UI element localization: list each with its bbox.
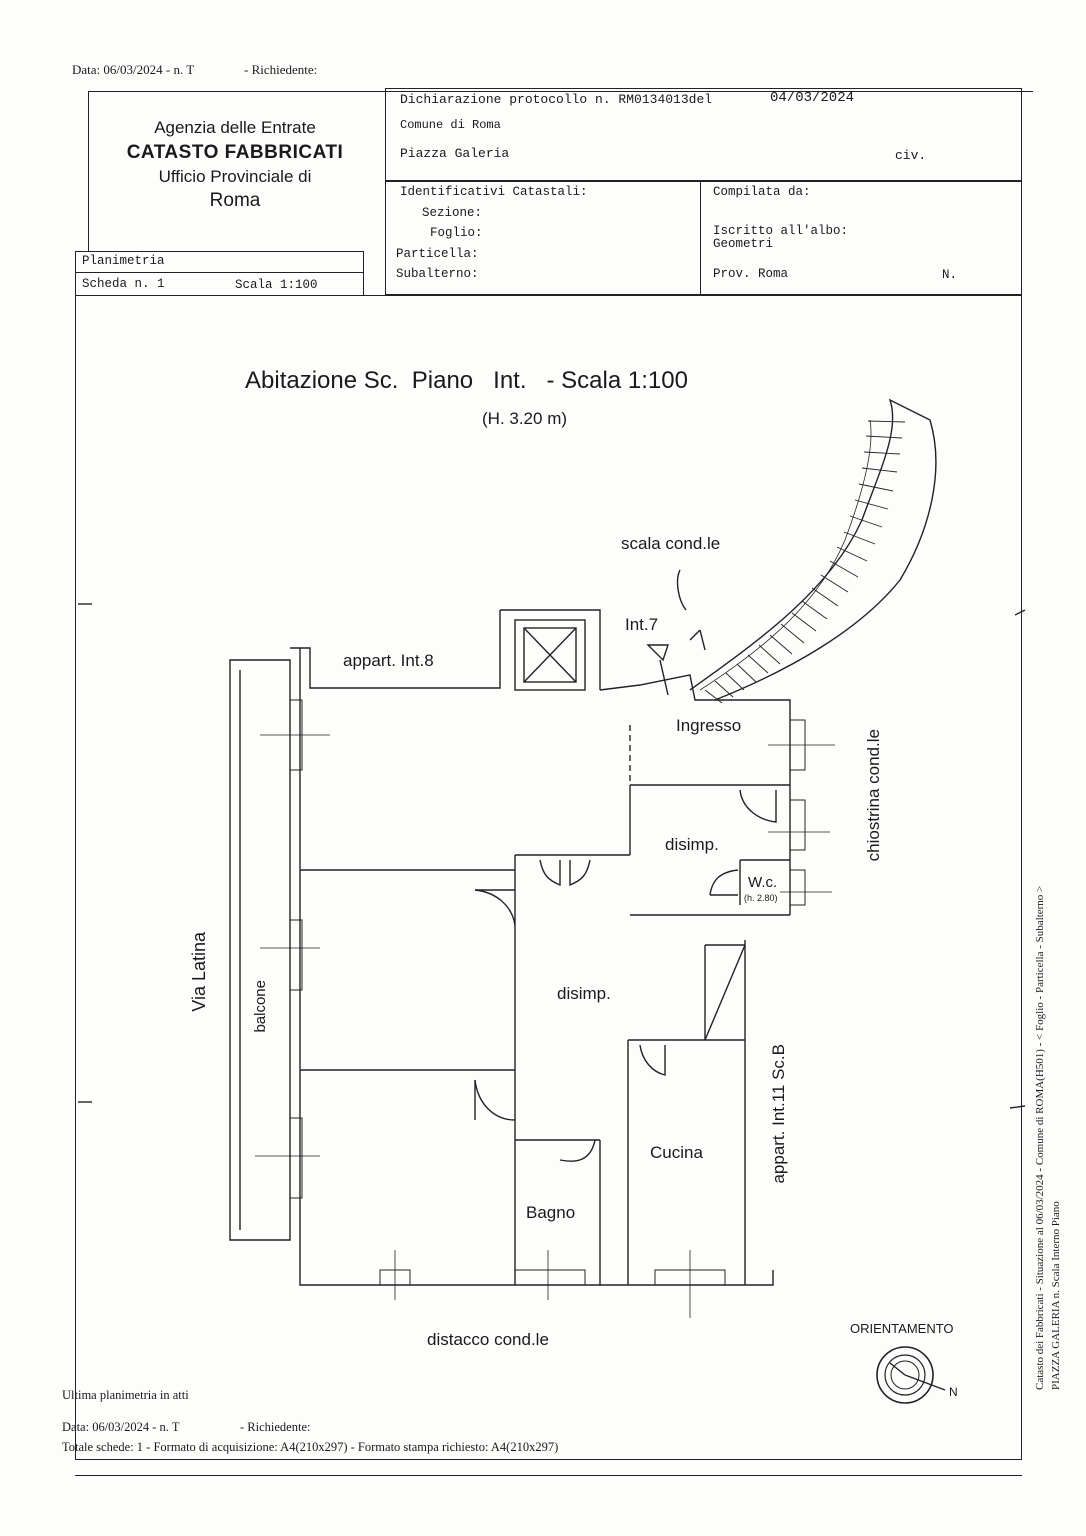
label-appart-int8: appart. Int.8 — [343, 651, 434, 670]
protocol-box — [385, 88, 1022, 182]
plan-title: Abitazione Sc. Piano Int. - Scala 1:100 — [245, 367, 688, 394]
header-date: Data: 06/03/2024 - n. T — [72, 62, 195, 77]
footer-totale: Totale schede: 1 - Formato di acquisizio… — [62, 1440, 559, 1454]
label-orientamento: ORIENTAMENTO — [850, 1321, 954, 1336]
footer-ultima: Ultima planimetria in atti — [62, 1388, 189, 1402]
planimetria-title: Planimetria — [82, 254, 165, 268]
label-disimp-1: disimp. — [665, 835, 719, 854]
label-bagno: Bagno — [526, 1203, 576, 1222]
compilata-prov: Prov. Roma — [713, 267, 789, 281]
agency-name: Agenzia delle Entrate — [154, 118, 316, 137]
ident-subalterno: Subalterno: — [396, 267, 479, 281]
label-distacco: distacco cond.le — [427, 1330, 549, 1349]
label-north: N — [949, 1385, 958, 1399]
header-richiedente: - Richiedente: — [244, 62, 318, 77]
side-text-line2: PIAZZA GALERIA n. Scala Interno Piano — [1050, 1201, 1062, 1390]
label-wc: W.c. — [748, 874, 778, 891]
agency-catasto: CATASTO FABBRICATI — [126, 142, 344, 163]
label-wc-height: (h. 2.80) — [744, 893, 778, 903]
planimetria-scala: Scala 1:100 — [235, 278, 318, 292]
identificativi-box — [385, 180, 1022, 295]
label-chiostrina: chiostrina cond.le — [864, 729, 883, 862]
label-appart-int11: appart. Int.11 Sc.B — [769, 1044, 788, 1184]
agency-block: Agenzia delle Entrate CATASTO FABBRICATI… — [95, 118, 375, 212]
side-text-line1: Catasto dei Fabbricati - Situazione al 0… — [1034, 885, 1046, 1390]
compilata-geometri: Geometri — [713, 237, 774, 251]
label-scala-cond: scala cond.le — [621, 534, 721, 553]
label-ingresso: Ingresso — [676, 716, 742, 735]
ident-sezione: Sezione: — [422, 206, 483, 220]
compilata-n: N. — [942, 268, 958, 282]
label-cucina: Cucina — [650, 1143, 703, 1162]
compilata-title: Compilata da: — [713, 185, 811, 199]
agency-city: Roma — [209, 190, 261, 211]
agency-ufficio: Ufficio Provinciale di — [158, 167, 312, 186]
label-via-latina: Via Latina — [189, 932, 209, 1012]
protocol-date: 04/03/2024 — [770, 90, 855, 106]
identificativi-divider — [700, 180, 701, 295]
label-balcone: balcone — [252, 980, 269, 1033]
plan-height: (H. 3.20 m) — [482, 409, 568, 428]
ident-foglio: Foglio: — [430, 226, 483, 240]
protocol-address: Piazza Galeria — [400, 146, 510, 161]
frame-left-upper — [88, 91, 89, 251]
footer-date: Data: 06/03/2024 - n. T — [62, 1420, 180, 1434]
protocol-comune: Comune di Roma — [400, 118, 501, 132]
planimetria-divider — [75, 272, 364, 273]
label-int7: Int.7 — [625, 615, 659, 634]
compilata-iscritto: Iscritto all'albo: — [713, 224, 849, 238]
label-disimp-2: disimp. — [557, 984, 611, 1003]
protocol-number: Dichiarazione protocollo n. RM0134013del — [400, 92, 713, 107]
planimetria-scheda: Scheda n. 1 — [82, 277, 165, 291]
drawing-frame — [75, 295, 1022, 1460]
frame-top-line — [88, 91, 1033, 92]
ident-title: Identificativi Catastali: — [400, 185, 588, 199]
footer-richiedente: - Richiedente: — [240, 1420, 311, 1434]
ident-particella: Particella: — [396, 247, 479, 261]
footer-line — [75, 1475, 1022, 1476]
protocol-civ: civ. — [895, 148, 927, 163]
